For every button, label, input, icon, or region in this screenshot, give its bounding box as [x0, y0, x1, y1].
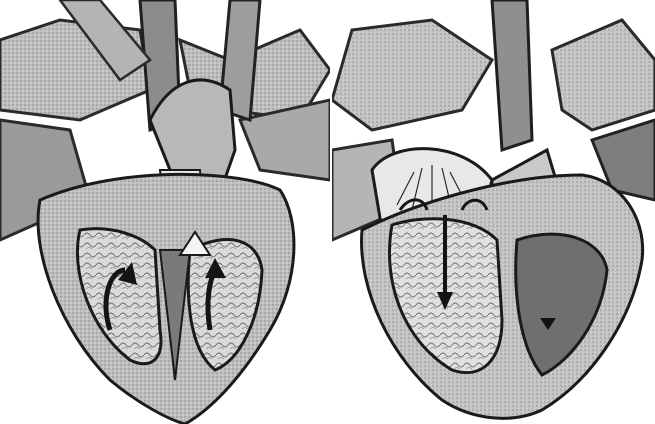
heart-systole-panel	[0, 0, 330, 424]
heart-diastole-panel	[332, 0, 655, 424]
heart-systole-illustration	[0, 0, 330, 424]
heart-diastole-illustration	[332, 0, 655, 424]
